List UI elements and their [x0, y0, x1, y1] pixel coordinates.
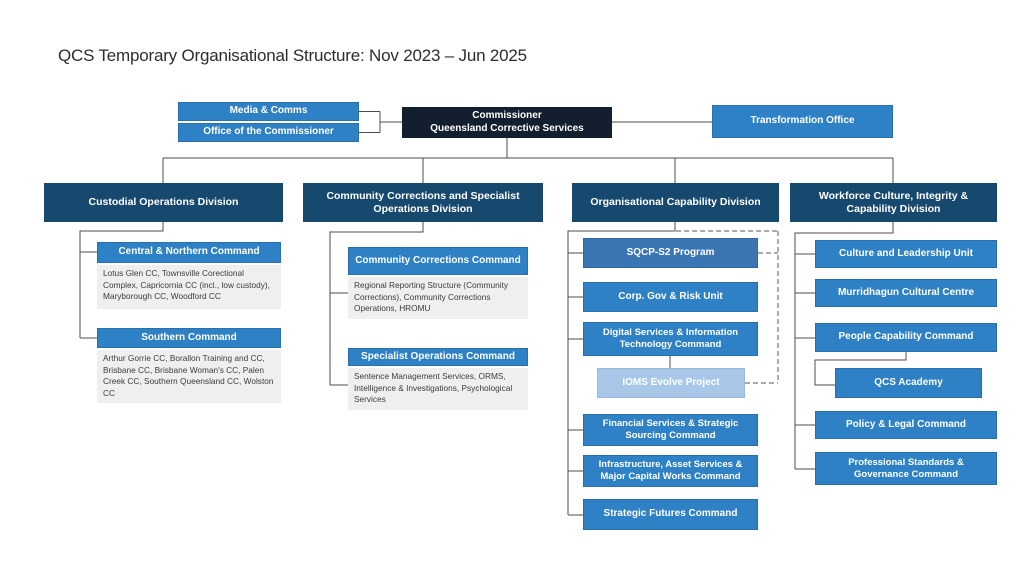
murridhagun-cultural-centre-box: Murridhagun Cultural Centre	[815, 279, 997, 307]
division-workforce-culture: Workforce Culture, Integrity & Capabilit…	[790, 183, 997, 222]
ioms-evolve-project-box: IOMS Evolve Project	[597, 368, 745, 398]
media-comms-box: Media & Comms	[178, 102, 359, 121]
specialist-operations-command-label: Specialist Operations Command	[361, 350, 515, 362]
strategic-futures-command-label: Strategic Futures Command	[603, 508, 738, 520]
office-of-the-commissioner-label: Office of the Commissioner	[203, 126, 334, 138]
commissioner-org: Queensland Corrective Services	[430, 122, 584, 134]
commissioner-title: Commissioner	[472, 110, 542, 122]
community-corrections-command-label: Community Corrections Command	[355, 254, 521, 266]
policy-legal-command-box: Policy & Legal Command	[815, 411, 997, 439]
division-workforce-label: Workforce Culture, Integrity & Capabilit…	[818, 189, 969, 215]
division-organisational-capability: Organisational Capability Division	[572, 183, 779, 222]
financial-services-command-box: Financial Services & Strategic Sourcing …	[583, 414, 758, 446]
transformation-office-box: Transformation Office	[712, 105, 893, 138]
infrastructure-command-label: Infrastructure, Asset Services & Major C…	[598, 459, 743, 482]
connector-community-trunk	[329, 222, 424, 385]
southern-command-label: Southern Command	[141, 331, 237, 343]
connector-orgcap-trunk	[567, 222, 676, 515]
sqcp-s2-program-label: SQCP-S2 Program	[626, 246, 715, 258]
financial-services-command-label: Financial Services & Strategic Sourcing …	[602, 418, 739, 441]
division-community-specialist: Community Corrections and Specialist Ope…	[303, 183, 543, 222]
office-of-the-commissioner-box: Office of the Commissioner	[178, 123, 359, 142]
policy-legal-command-label: Policy & Legal Command	[845, 418, 967, 430]
connector-custodial-trunk	[79, 222, 164, 338]
infrastructure-command-box: Infrastructure, Asset Services & Major C…	[583, 455, 758, 487]
division-custodial-operations: Custodial Operations Division	[44, 183, 283, 222]
page-title: QCS Temporary Organisational Structure: …	[58, 46, 527, 65]
culture-leadership-unit-label: Culture and Leadership Unit	[839, 247, 973, 259]
division-custodial-label: Custodial Operations Division	[88, 196, 239, 209]
specialist-operations-detail: Sentence Management Services, ORMS, Inte…	[348, 368, 528, 410]
corp-gov-risk-unit-label: Corp. Gov & Risk Unit	[618, 290, 723, 302]
southern-detail: Arthur Gorrie CC, Borallon Training and …	[97, 350, 281, 403]
division-orgcap-label: Organisational Capability Division	[590, 196, 761, 209]
transformation-office-label: Transformation Office	[750, 115, 855, 127]
people-capability-command-box: People Capability Command	[815, 323, 997, 352]
culture-leadership-unit-box: Culture and Leadership Unit	[815, 240, 997, 268]
qcs-academy-box: QCS Academy	[835, 368, 982, 398]
commissioner-box: Commissioner Queensland Corrective Servi…	[402, 107, 612, 138]
community-corrections-command-box: Community Corrections Command	[348, 247, 528, 275]
central-northern-command-label: Central & Northern Command	[118, 246, 260, 258]
specialist-operations-command-box: Specialist Operations Command	[348, 348, 528, 366]
professional-standards-command-box: Professional Standards & Governance Comm…	[815, 452, 997, 485]
southern-command-box: Southern Command	[97, 328, 281, 348]
murridhagun-cultural-centre-label: Murridhagun Cultural Centre	[837, 286, 975, 298]
digital-services-command-label: Digital Services & Information Technolog…	[602, 327, 739, 350]
sqcp-s2-program-box: SQCP-S2 Program	[583, 238, 758, 268]
digital-services-command-box: Digital Services & Information Technolog…	[583, 322, 758, 356]
division-community-label: Community Corrections and Specialist Ope…	[326, 189, 520, 215]
community-corrections-detail: Regional Reporting Structure (Community …	[348, 277, 528, 319]
ioms-evolve-project-label: IOMS Evolve Project	[622, 376, 720, 388]
professional-standards-command-label: Professional Standards & Governance Comm…	[848, 456, 964, 480]
central-northern-command-box: Central & Northern Command	[97, 242, 281, 263]
qcs-academy-label: QCS Academy	[874, 376, 943, 388]
strategic-futures-command-box: Strategic Futures Command	[583, 499, 758, 530]
corp-gov-risk-unit-box: Corp. Gov & Risk Unit	[583, 282, 758, 312]
people-capability-command-label: People Capability Command	[838, 331, 974, 343]
central-northern-detail: Lotus Glen CC, Townsville Corectional Co…	[97, 265, 281, 309]
connector-workforce-trunk	[794, 222, 894, 469]
connector-qcs-academy	[814, 352, 907, 386]
connector-division-drops	[162, 158, 894, 183]
media-comms-label: Media & Comms	[229, 105, 308, 117]
connector-media-bracket	[359, 110, 402, 134]
